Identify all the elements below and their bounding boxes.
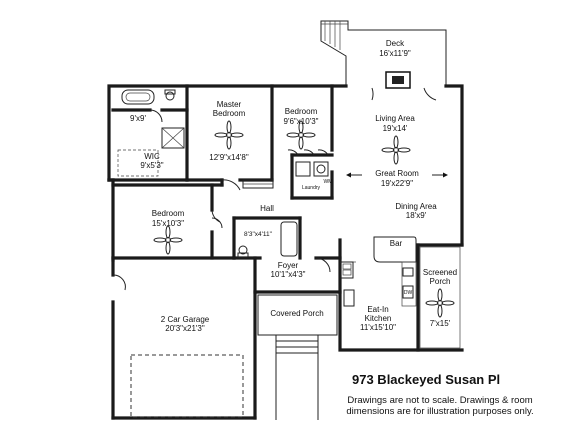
ceiling-fan-master: [214, 120, 244, 150]
kitchen-dim: 11'x15'10": [360, 323, 396, 332]
laundry-fixtures: [295, 161, 329, 177]
garage-label: 2 Car Garage: [161, 315, 210, 324]
ceiling-fan-living: [381, 135, 411, 165]
disclaimer-line-1: Drawings are not to scale. Drawings & ro…: [347, 395, 533, 406]
screened-porch-label-1: Screened: [423, 268, 457, 277]
covered-porch-label: Covered Porch: [270, 309, 323, 318]
living-area-dim: 19'x14': [383, 124, 408, 133]
great-room-label: Great Room: [375, 169, 419, 178]
kitchen-fixtures: [340, 236, 417, 307]
laundry-label: Laundry: [302, 185, 321, 191]
foyer-dim: 10'1"x4'3": [271, 270, 306, 279]
ceiling-fan-bedroom2: [286, 120, 316, 150]
master-bath-fixtures: [117, 89, 185, 177]
foyer-label: Foyer: [278, 261, 299, 270]
ceiling-fan-porch: [425, 288, 455, 318]
living-area-label: Living Area: [375, 114, 415, 123]
bar-label: Bar: [390, 239, 403, 248]
hall-bath-fixtures: [237, 221, 298, 258]
bedroom3-label: Bedroom: [152, 209, 185, 218]
great-room-arrow: [346, 172, 448, 178]
property-address: 973 Blackeyed Susan Pl: [352, 372, 501, 387]
kitchen-label-1: Eat-In: [367, 305, 388, 314]
disclaimer-line-2: dimensions are for illustration purposes…: [346, 406, 534, 417]
fireplace: [371, 71, 437, 101]
screened-porch-dim: 7'x15': [430, 319, 451, 328]
screened-porch-outline: [419, 246, 461, 349]
master-bath-dim: 9'x9': [130, 114, 146, 123]
washer-label: WM: [324, 179, 333, 185]
bedroom3-dim: 15'x10'3": [152, 219, 184, 228]
deck-dim: 16'x11'9": [379, 49, 411, 58]
dining-area-dim: 18'x9': [406, 211, 427, 220]
garage-door: [130, 354, 244, 418]
covered-porch: [257, 294, 338, 420]
door-swings: [112, 149, 331, 291]
garage-dim: 20'3"x21'3": [165, 324, 205, 333]
disclaimer: Drawings are not to scale. Drawings & ro…: [330, 395, 550, 417]
deck-label: Deck: [386, 39, 405, 48]
wic-label: WIC: [144, 152, 160, 161]
wic-dim: 9'x5'3": [140, 161, 163, 170]
hall-label: Hall: [260, 204, 274, 213]
dishwasher-label: DW: [404, 290, 413, 296]
master-bedroom-dim: 12'9"x14'8": [209, 153, 249, 162]
master-bedroom-label-2: Bedroom: [213, 109, 246, 118]
deck: [320, 20, 447, 86]
dining-area-label: Dining Area: [395, 202, 437, 211]
bedroom2-label: Bedroom: [285, 107, 318, 116]
master-bedroom-label-1: Master: [217, 100, 242, 109]
bedroom2-dim: 9'6"x10'3": [284, 117, 319, 126]
screened-porch-label-2: Porch: [430, 277, 451, 286]
great-room-dim: 19'x22'9": [381, 179, 413, 188]
ceiling-fan-bedroom3: [153, 225, 183, 255]
hall-bath-dim: 8'3"x4'11": [244, 231, 273, 238]
kitchen-label-2: Kitchen: [365, 314, 392, 323]
